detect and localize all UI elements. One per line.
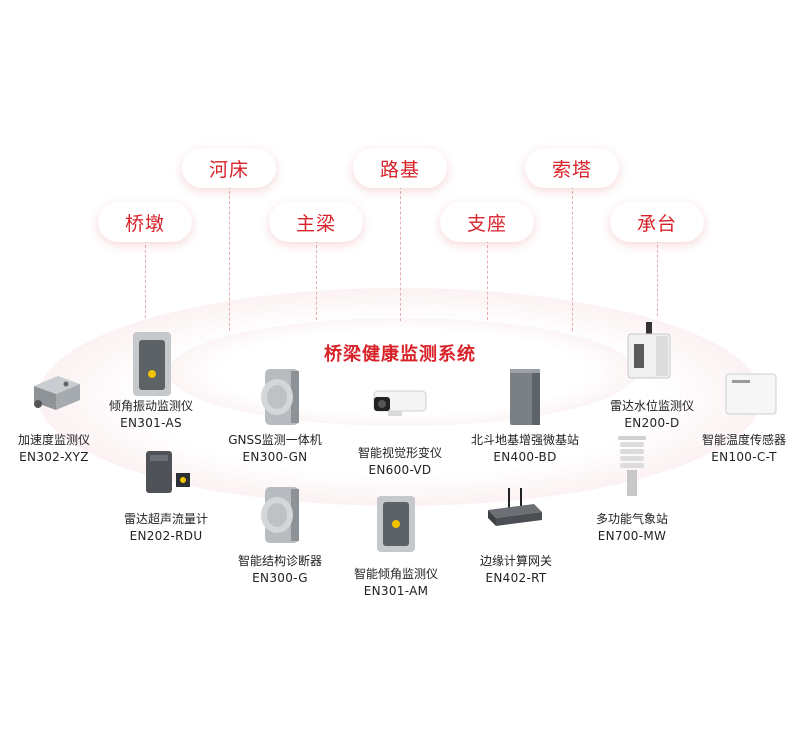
device-smart-tilt: 智能倾角监测仪 EN301-AM (336, 566, 456, 600)
device-tilt-vibration: 倾角振动监测仪 EN301-AS (96, 398, 206, 432)
device-structure-diag: 智能结构诊断器 EN300-G (220, 553, 340, 587)
radar-water-level-icon (627, 322, 671, 379)
category-label: 支座 (466, 212, 507, 235)
device-radar-flow: 雷达超声流量计 EN202-RDU (106, 511, 226, 545)
category-zhuliang: 主梁 (269, 202, 363, 242)
category-label: 索塔 (551, 158, 592, 181)
connector-line-qiaodun (145, 240, 146, 318)
smart-vision-camera-icon (373, 390, 427, 416)
device-code: EN402-RT (485, 571, 547, 585)
device-beidou: 北斗地基增强微基站 EN400-BD (460, 432, 590, 466)
category-hechuang: 河床 (182, 148, 276, 188)
device-name: 雷达水位监测仪 (609, 399, 694, 413)
connector-line-luji (400, 186, 401, 321)
device-code: EN300-GN (242, 450, 308, 464)
device-temp-sensor: 智能温度传感器 EN100-C-T (690, 432, 798, 466)
category-label: 承台 (636, 212, 677, 235)
connector-line-zhuliang (316, 240, 317, 320)
device-code: EN301-AM (363, 584, 429, 598)
device-name: 加速度监测仪 (17, 433, 90, 447)
device-code: EN302-XYZ (19, 450, 89, 464)
device-code: EN200-D (624, 416, 680, 430)
device-code: EN100-C-T (711, 450, 777, 464)
category-label: 主梁 (295, 212, 336, 235)
device-name: 智能倾角监测仪 (353, 567, 438, 581)
device-name: 智能温度传感器 (701, 433, 786, 447)
device-code: EN600-VD (368, 463, 432, 477)
connector-line-suota (572, 186, 573, 331)
category-qiaodun: 桥墩 (98, 202, 192, 242)
tilt-vibration-monitor-icon (133, 332, 171, 396)
category-suota: 索塔 (525, 148, 619, 188)
category-label: 路基 (379, 158, 420, 181)
device-name: 智能结构诊断器 (237, 554, 322, 568)
device-name: 多功能气象站 (595, 512, 668, 526)
device-code: EN700-MW (597, 529, 667, 543)
connector-line-hechuang (229, 186, 230, 331)
device-code: EN400-BD (493, 450, 557, 464)
device-code: EN202-RDU (129, 529, 203, 543)
smart-structure-diagnostic-icon (261, 487, 299, 543)
temperature-sensor-icon (725, 373, 777, 415)
device-radar-level: 雷达水位监测仪 EN200-D (596, 398, 708, 432)
category-label: 河床 (208, 158, 249, 181)
smart-tilt-monitor-icon (377, 496, 415, 552)
device-code: EN301-AS (120, 416, 182, 430)
category-chengtai: 承台 (610, 202, 704, 242)
device-name: 智能视觉形变仪 (357, 446, 442, 460)
device-name: 北斗地基增强微基站 (470, 433, 579, 447)
device-code: EN300-G (252, 571, 308, 585)
category-label: 桥墩 (124, 212, 165, 235)
device-weather-station: 多功能气象站 EN700-MW (572, 511, 692, 545)
connector-line-chengtai (657, 240, 658, 316)
connector-line-zhizuo (487, 240, 488, 320)
category-luji: 路基 (353, 148, 447, 188)
device-name: GNSS监测一体机 (228, 433, 322, 447)
device-accelerometer: 加速度监测仪 EN302-XYZ (0, 432, 108, 466)
gnss-integrated-unit-icon (261, 369, 299, 425)
weather-station-icon (618, 436, 646, 496)
device-video-deform: 智能视觉形变仪 EN600-VD (342, 445, 458, 479)
beidou-base-station-icon (510, 369, 540, 425)
device-name: 边缘计算网关 (479, 554, 552, 568)
edge-computing-gateway-icon (488, 488, 542, 526)
device-name: 倾角振动监测仪 (108, 399, 193, 413)
radar-ultrasonic-flowmeter-icon (146, 451, 190, 493)
system-title: 桥梁健康监测系统 (324, 344, 476, 365)
device-name: 雷达超声流量计 (123, 512, 208, 526)
category-zhizuo: 支座 (440, 202, 534, 242)
device-edge-gateway: 边缘计算网关 EN402-RT (456, 553, 576, 587)
device-gnss: GNSS监测一体机 EN300-GN (216, 432, 334, 466)
accelerometer-icon (34, 376, 80, 410)
